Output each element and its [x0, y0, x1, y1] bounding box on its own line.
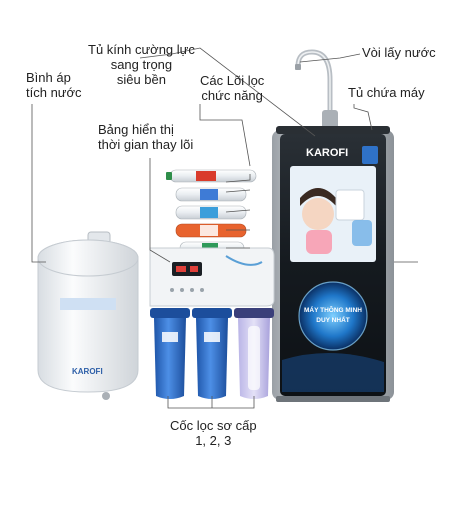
- label-display-board: Bảng hiển thị thời gian thay lõi: [98, 122, 193, 152]
- svg-text:KAROFI: KAROFI: [72, 367, 103, 376]
- label-filter-cores-line-1: Các Lõi lọc: [200, 73, 265, 88]
- label-display-board-line-1: Bảng hiển thị: [98, 122, 174, 137]
- label-pressure-tank: Bình áp tích nước: [26, 70, 82, 100]
- prefilter-cup-1-icon: [150, 308, 190, 399]
- display-board: [149, 247, 275, 307]
- label-pressure-tank-line-1: Bình áp: [26, 70, 71, 85]
- label-glass-cabinet-line-2: sang trọng: [110, 57, 173, 72]
- label-filter-cores: Các Lõi lọc chức năng: [200, 73, 264, 103]
- label-glass-cabinet: Tủ kính cường lực sang trọng siêu bền: [88, 42, 195, 87]
- leader-lines: [31, 47, 418, 409]
- filter-cartridges: [166, 169, 257, 255]
- label-glass-cabinet-line-3: siêu bền: [116, 72, 166, 87]
- uv-cartridge-icon: [166, 169, 257, 183]
- pressure-tank: KAROFI: [37, 231, 139, 400]
- label-display-board-line-2: thời gian thay lõi: [98, 137, 194, 152]
- filter-core-1-icon: [175, 187, 247, 202]
- faucet-icon: [295, 49, 342, 132]
- label-glass-cabinet-line-1: Tủ kính cường lực: [88, 42, 195, 57]
- brand-logo: KAROFI: [306, 147, 348, 159]
- panel-tagline-line-1: MÁY THÔNG MINH: [304, 305, 362, 314]
- label-faucet: Vòi lấy nước: [362, 45, 436, 60]
- filter-core-3-icon: [175, 223, 247, 238]
- machine-cabinet: KAROFI MÁY THÔNG MINH DUY NHẤT: [272, 126, 394, 402]
- label-prefilter-cups: Cốc lọc sơ cấp 1, 2, 3: [170, 418, 257, 448]
- prefilter-cup-3-icon: [234, 308, 274, 399]
- panel-tagline-line-2: DUY NHẤT: [316, 314, 349, 324]
- filter-core-2-icon: [175, 205, 247, 220]
- label-prefilter-cups-line-1: Cốc lọc sơ cấp: [170, 418, 257, 433]
- prefilter-cup-2-icon: [192, 308, 232, 399]
- label-prefilter-cups-line-2: 1, 2, 3: [195, 433, 232, 448]
- label-filter-cores-line-2: chức năng: [201, 88, 263, 103]
- label-machine-cabinet: Tủ chứa máy: [348, 85, 425, 100]
- label-pressure-tank-line-2: tích nước: [26, 85, 82, 100]
